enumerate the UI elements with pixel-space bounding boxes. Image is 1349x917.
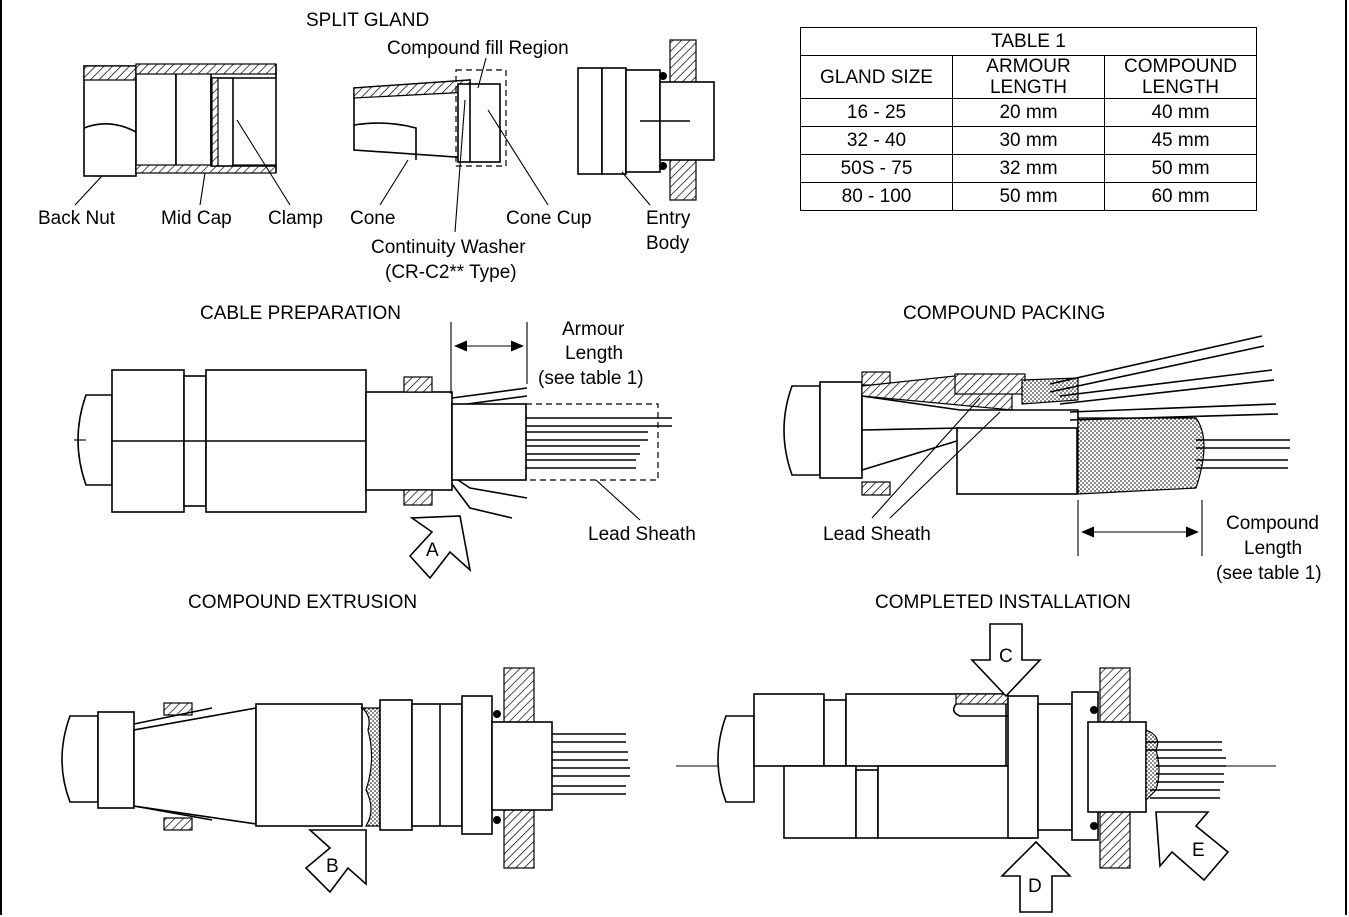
cell-compound-length: 40 mm [1104,98,1257,127]
entry-body-label-line2: Body [646,233,690,254]
armour-length-label-line1: Armour [562,319,625,340]
marker-d: D [1028,876,1042,897]
marker-b: B [326,856,339,877]
header-armour-line1: ARMOUR [986,56,1071,77]
marker-c: C [999,646,1013,667]
header-compound-line1: COMPOUND [1124,56,1237,77]
cell-armour-length: 32 mm [952,154,1105,183]
cone-cup-label: Cone Cup [506,208,592,229]
header-gland-size: GLAND SIZE [800,55,953,99]
entry-body-assembly [577,39,715,201]
mid-cap-label: Mid Cap [161,208,232,229]
cone-label: Cone [350,208,395,229]
compound-extrusion-title: COMPOUND EXTRUSION [188,592,417,613]
compound-packing-title: COMPOUND PACKING [903,303,1105,324]
cell-gland-size: 50S - 75 [800,154,953,183]
cable-preparation-title: CABLE PREPARATION [200,303,401,324]
clamp-label: Clamp [268,208,323,229]
table-row: 32 - 40 30 mm 45 mm [800,126,1257,155]
cell-gland-size: 16 - 25 [800,98,953,127]
header-armour-line2: LENGTH [989,77,1068,98]
compound-extrusion-section: COMPOUND EXTRUSION B [61,592,630,894]
continuity-washer-label: Continuity Washer [371,237,526,258]
header-compound-line2: LENGTH [1141,77,1220,98]
compound-length-label-line2: Length [1244,538,1302,559]
table-1: TABLE 1 GLAND SIZE ARMOUR LENGTH COMPOUN… [800,27,1257,211]
cable-cores [526,417,672,469]
split-gland-parts [83,63,277,177]
cell-compound-length: 60 mm [1104,182,1257,211]
compound-fill-region-label: Compound fill Region [387,38,569,59]
marker-a: A [426,540,439,561]
back-nut-label: Back Nut [38,208,116,229]
armour-length-label-line3: (see table 1) [538,368,644,389]
table-row: 16 - 25 20 mm 40 mm [800,98,1257,127]
marker-e: E [1192,840,1205,861]
cell-armour-length: 50 mm [952,182,1105,211]
cell-gland-size: 32 - 40 [800,126,953,155]
split-gland-title: SPLIT GLAND [306,10,429,31]
header-compound-length: COMPOUND LENGTH [1104,55,1257,99]
header-armour-length: ARMOUR LENGTH [952,55,1105,99]
table-row: 80 - 100 50 mm 60 mm [800,182,1257,211]
table-title: TABLE 1 [800,27,1257,56]
completed-installation-section: COMPLETED INSTALLATION C D [676,592,1276,913]
cell-compound-length: 45 mm [1104,126,1257,155]
cell-armour-length: 30 mm [952,126,1105,155]
cell-compound-length: 50 mm [1104,154,1257,183]
lead-sheath-prep-label: Lead Sheath [588,524,696,545]
cone-assembly [353,69,507,167]
split-gland-section: SPLIT GLAND Back Nut Mid Cap Clamp [38,10,715,283]
cable-preparation-section: CABLE PREPARATION Armour Length [74,303,696,580]
compound-packing-section: COMPOUND PACKING Lead Sheath Compound Le… [783,303,1322,584]
compound-length-label-line3: (see table 1) [1216,563,1322,584]
armour-length-label-line2: Length [565,343,623,364]
continuity-washer-type-label: (CR-C2** Type) [385,262,517,283]
table-row: 50S - 75 32 mm 50 mm [800,154,1257,183]
lead-sheath-pack-label: Lead Sheath [823,524,931,545]
compound-length-label-line1: Compound [1226,513,1319,534]
cell-gland-size: 80 - 100 [800,182,953,211]
cell-armour-length: 20 mm [952,98,1105,127]
completed-installation-title: COMPLETED INSTALLATION [875,592,1131,613]
entry-body-label-line1: Entry [646,208,691,229]
